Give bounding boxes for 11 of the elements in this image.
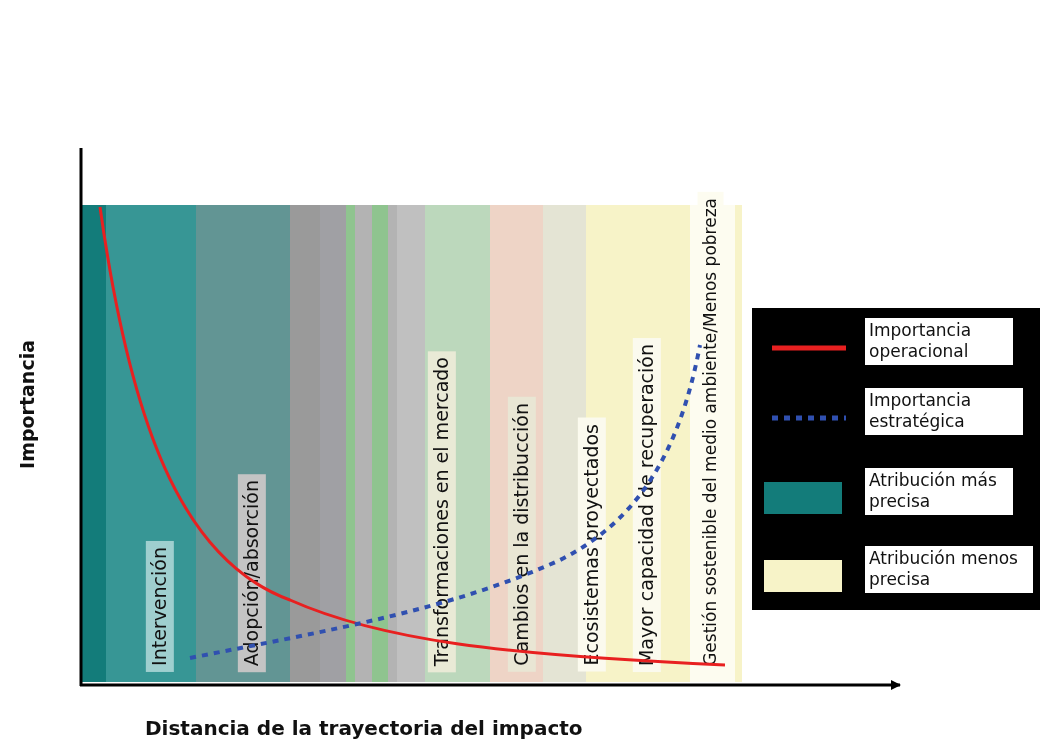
stage-label: Adopción/absorción bbox=[238, 473, 266, 672]
axis-title: Distancia de la trayectoria del impacto bbox=[145, 716, 583, 740]
legend-label: Atribución más precisa bbox=[865, 468, 1013, 515]
stage-label: Intervención bbox=[146, 541, 174, 672]
axis-title: Importancia bbox=[16, 340, 38, 469]
legend-label: Importancia operacional bbox=[865, 318, 1013, 365]
stage-label: Ecosistemas proyectados bbox=[578, 418, 606, 672]
stage-label: Transformaciones en el mercado bbox=[428, 350, 456, 672]
legend-label: Atribución menos precisa bbox=[865, 546, 1033, 593]
legend-label: Importancia estratégica bbox=[865, 388, 1023, 435]
stage-label: Cambios en la distribucción bbox=[508, 397, 536, 672]
